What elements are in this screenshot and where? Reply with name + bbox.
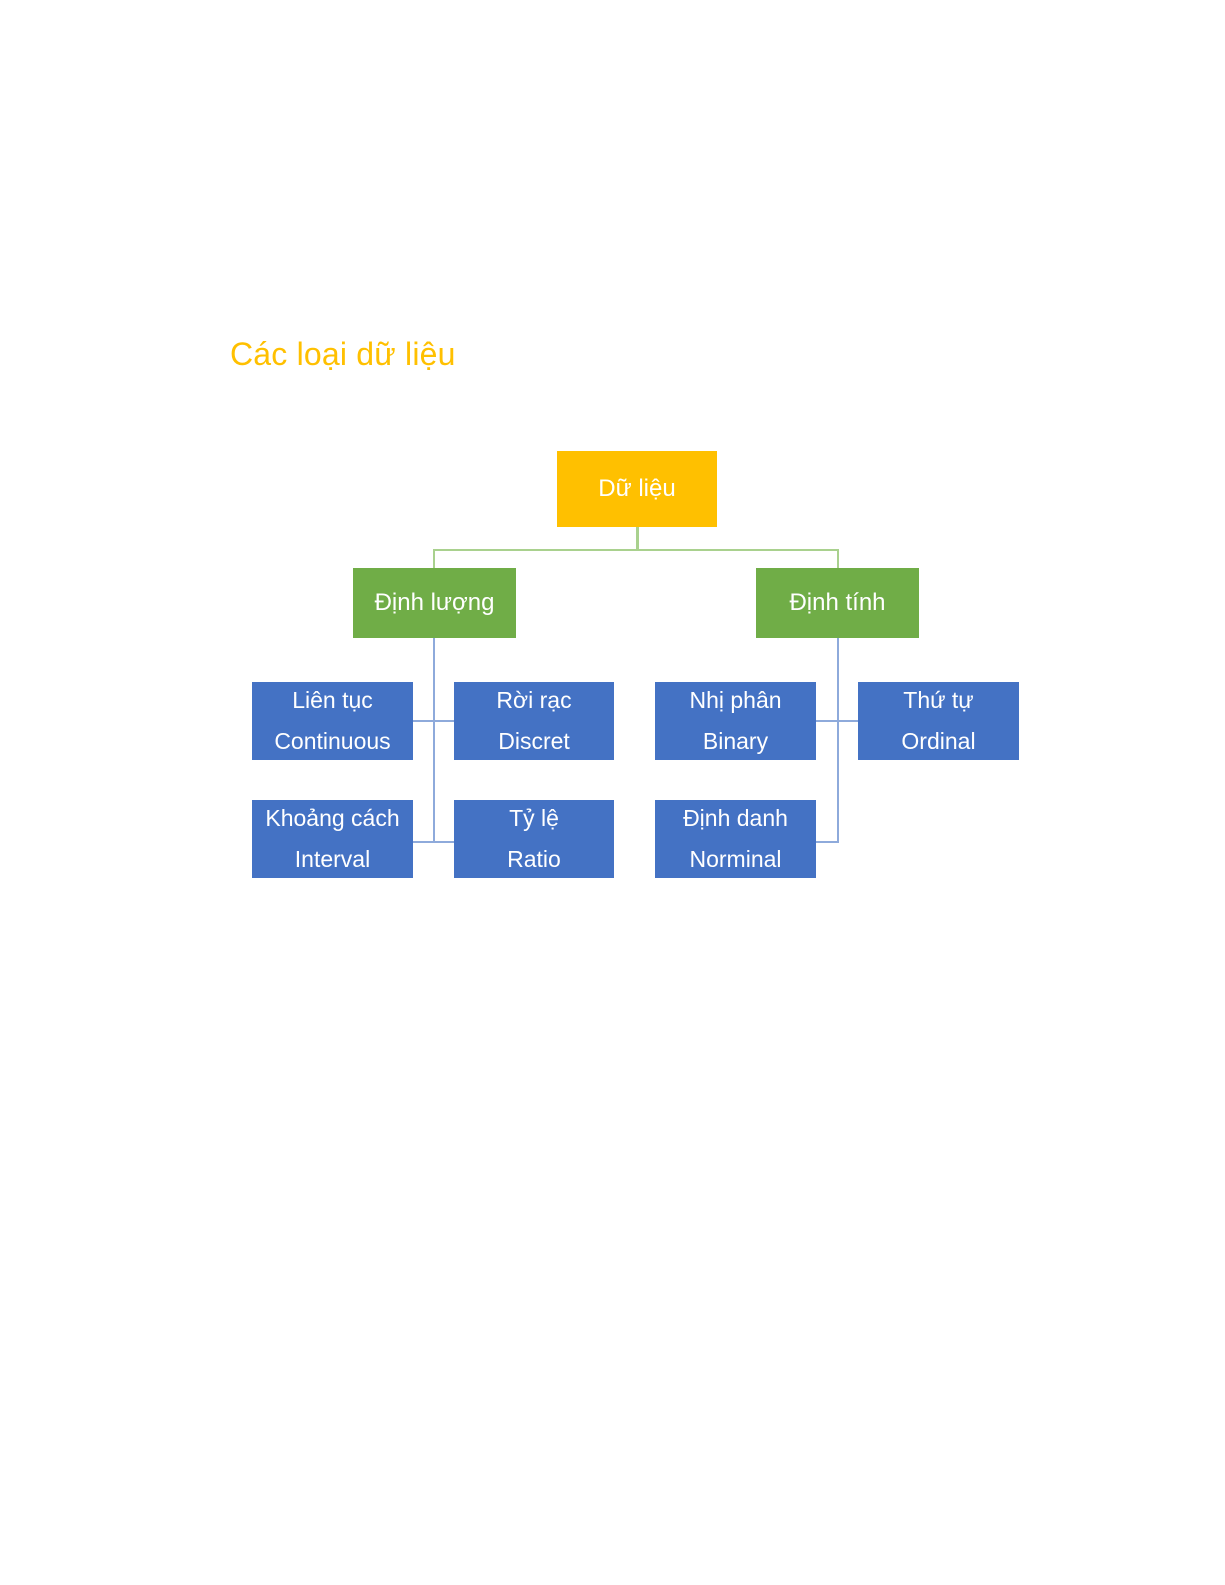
node-leaf-ordinal[interactable]: Thứ tự Ordinal	[858, 682, 1019, 760]
node-branch-dinh-tinh[interactable]: Định tính	[756, 568, 919, 638]
node-leaf-continuous[interactable]: Liên tục Continuous	[252, 682, 413, 760]
node-leaf-ratio-vi: Tỷ lệ	[509, 804, 559, 831]
connector-root-to-left-branch	[433, 549, 435, 568]
page-title: Các loại dữ liệu	[230, 336, 456, 372]
connector-to-discret	[434, 720, 455, 722]
node-branch-dinh-luong[interactable]: Định lượng	[353, 568, 516, 638]
node-leaf-ratio[interactable]: Tỷ lệ Ratio	[454, 800, 614, 878]
node-branch-left-label: Định lượng	[374, 589, 495, 617]
node-leaf-norminal-en: Norminal	[689, 845, 782, 872]
connector-right-branch-spine	[837, 638, 839, 843]
connector-to-interval	[413, 841, 434, 843]
node-leaf-binary-en: Binary	[702, 727, 769, 754]
connector-root-stem	[636, 527, 639, 550]
node-leaf-interval-en: Interval	[294, 845, 371, 872]
node-leaf-discret[interactable]: Rời rạc Discret	[454, 682, 614, 760]
node-leaf-binary[interactable]: Nhị phân Binary	[655, 682, 816, 760]
connector-left-branch-spine	[433, 638, 435, 843]
node-leaf-continuous-vi: Liên tục	[292, 686, 373, 713]
connector-to-norminal	[816, 841, 838, 843]
connector-root-bar	[433, 549, 839, 551]
connector-to-ordinal	[838, 720, 859, 722]
node-leaf-ratio-en: Ratio	[507, 845, 561, 872]
node-root-label: Dữ liệu	[598, 475, 676, 503]
node-root-du-lieu[interactable]: Dữ liệu	[557, 451, 717, 527]
node-leaf-norminal-vi: Định danh	[683, 804, 788, 831]
connector-to-continuous	[413, 720, 434, 722]
node-leaf-discret-en: Discret	[498, 727, 570, 754]
connector-to-ratio	[434, 841, 455, 843]
connector-root-to-right-branch	[837, 549, 839, 568]
node-leaf-interval-vi: Khoảng cách	[265, 804, 400, 831]
node-leaf-ordinal-vi: Thứ tự	[903, 686, 974, 713]
node-branch-right-label: Định tính	[789, 589, 886, 617]
node-leaf-interval[interactable]: Khoảng cách Interval	[252, 800, 413, 878]
node-leaf-continuous-en: Continuous	[274, 727, 391, 754]
connector-to-binary	[816, 720, 837, 722]
node-leaf-norminal[interactable]: Định danh Norminal	[655, 800, 816, 878]
node-leaf-ordinal-en: Ordinal	[901, 727, 976, 754]
node-leaf-discret-vi: Rời rạc	[496, 686, 572, 713]
node-leaf-binary-vi: Nhị phân	[689, 686, 782, 713]
